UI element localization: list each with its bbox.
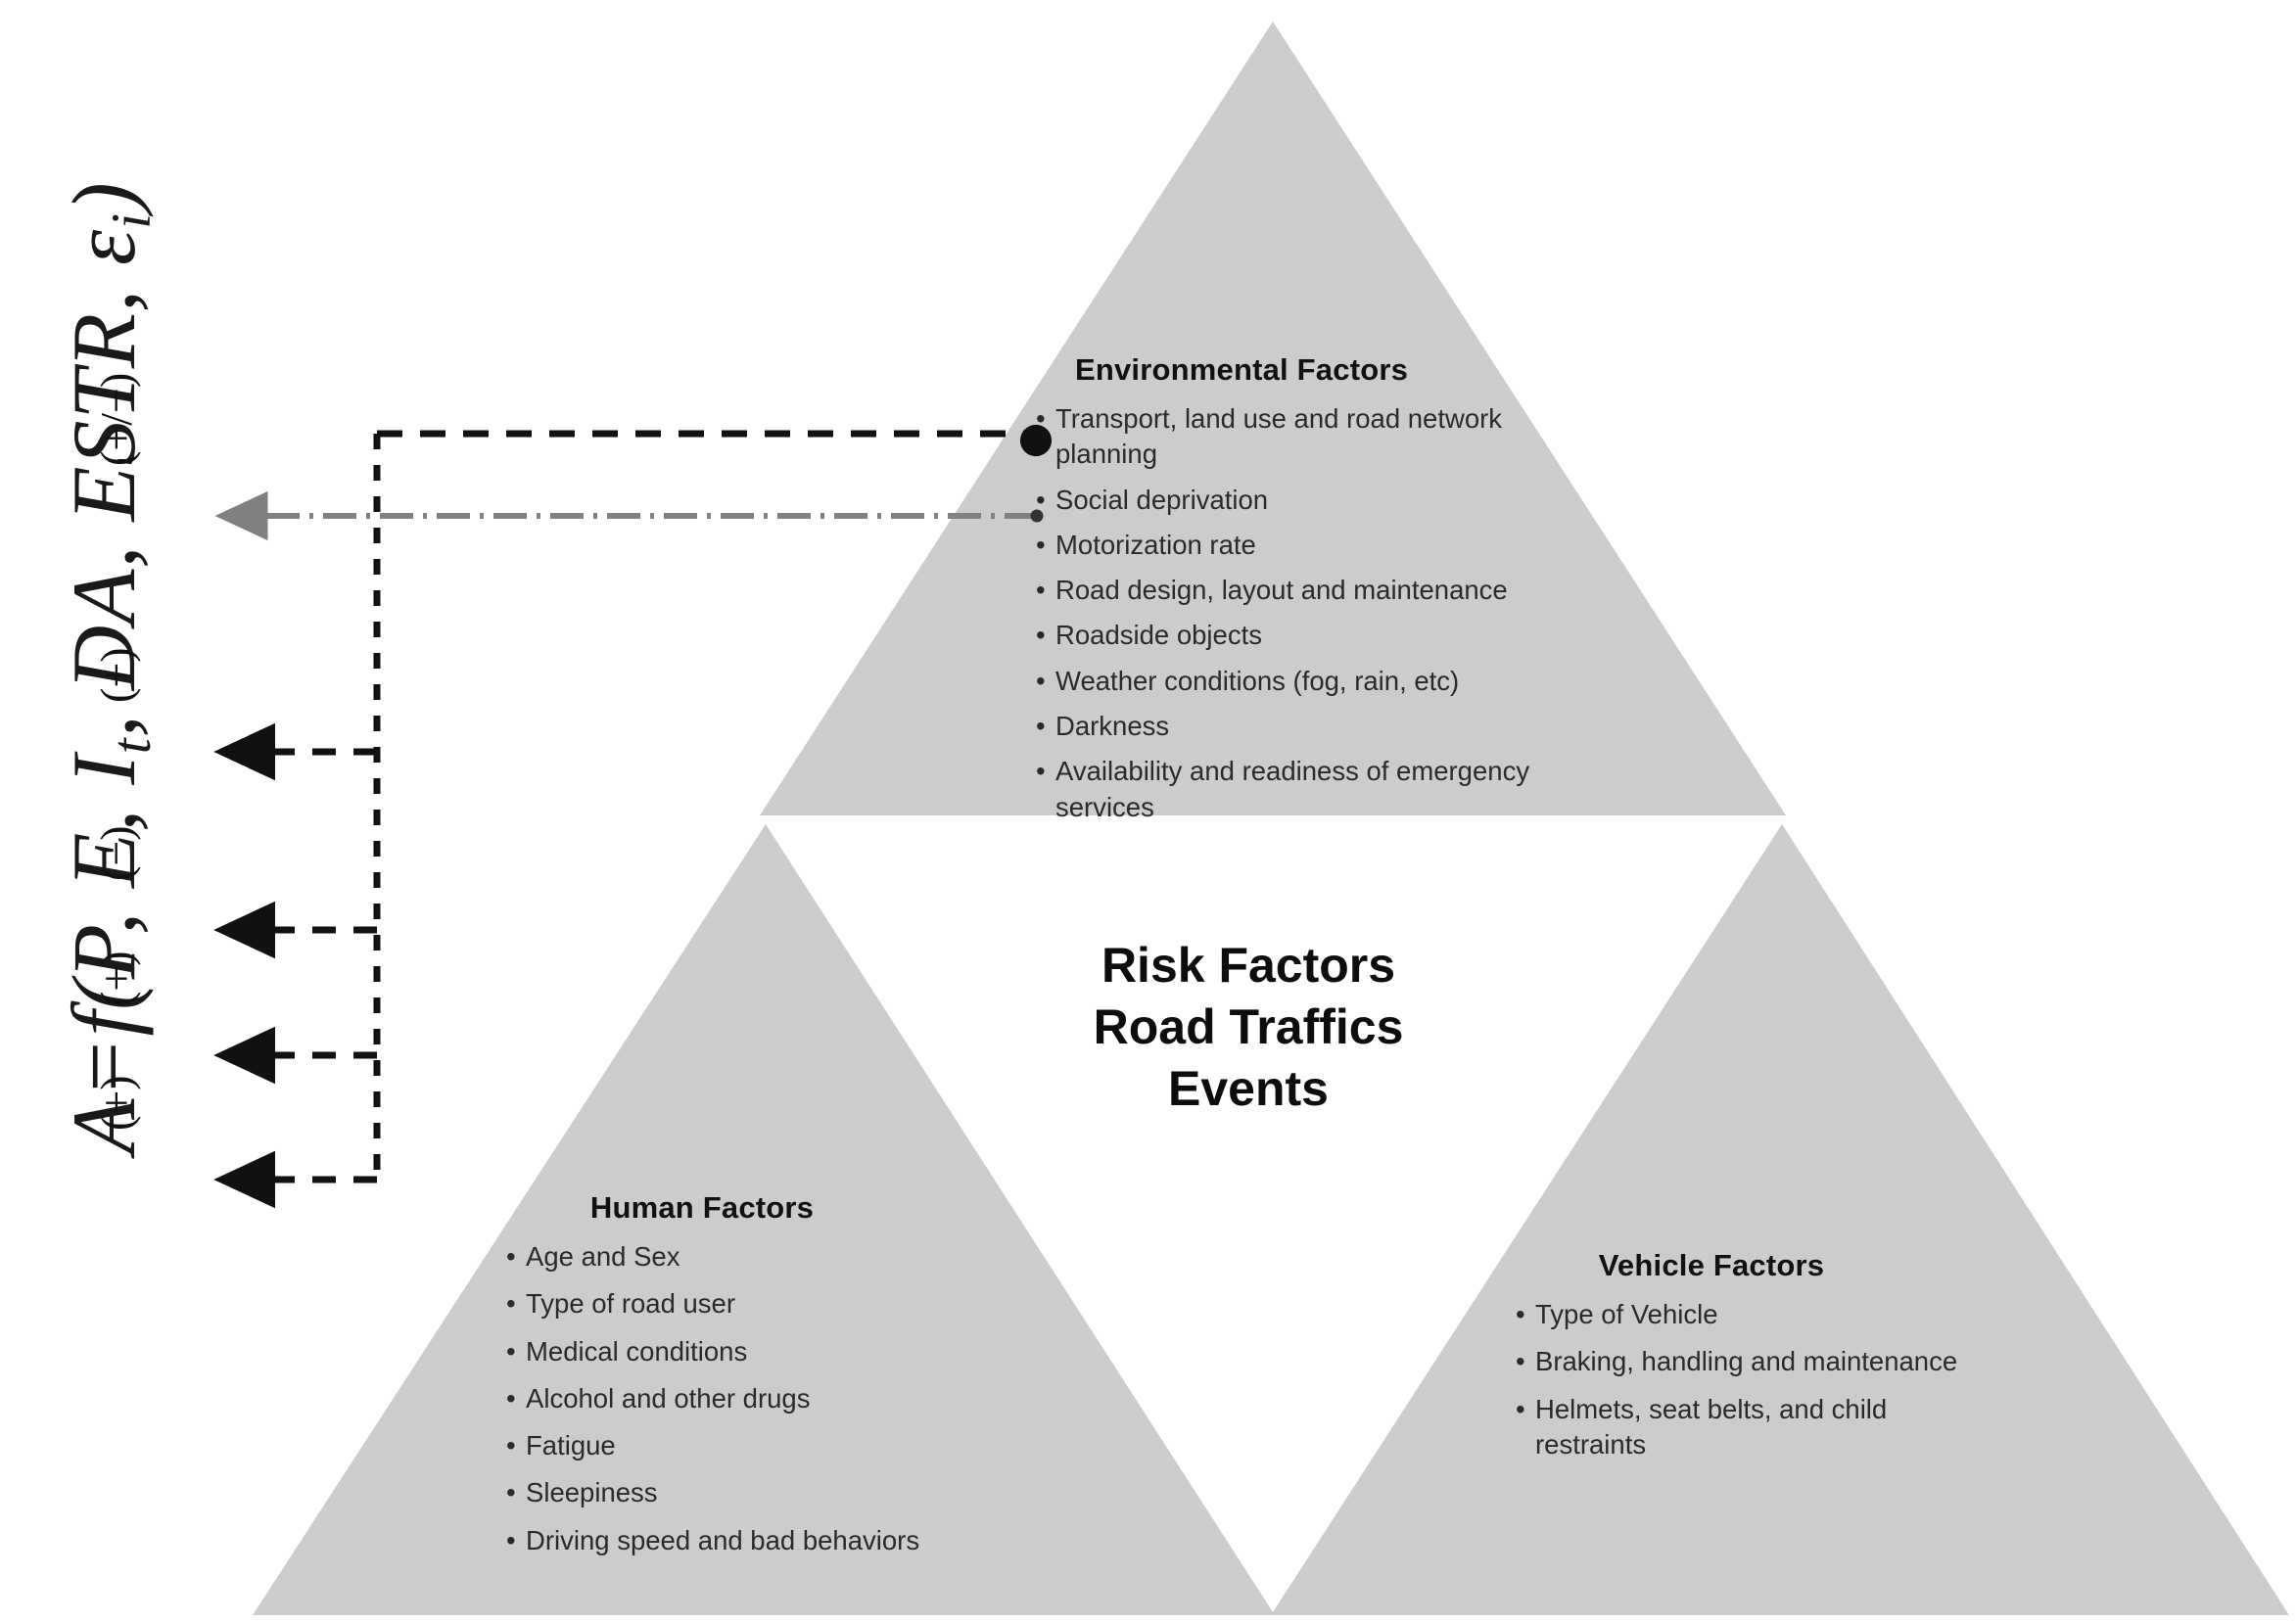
list-item: •Motorization rate <box>1036 528 1530 563</box>
list-human-factors: •Age and Sex •Type of road user •Medical… <box>506 1239 966 1558</box>
list-item: •Darkness <box>1036 709 1530 744</box>
list-vehicle-factors: •Type of Vehicle •Braking, handling and … <box>1516 1297 1976 1462</box>
bullet-icon: • <box>506 1382 516 1414</box>
center-line-1: Risk Factors <box>1101 938 1396 993</box>
heading-environmental-factors: Environmental Factors <box>1074 352 1409 387</box>
center-line-2: Road Traffics <box>1093 999 1404 1054</box>
bullet-icon: • <box>1036 756 1046 787</box>
sign-plus-da: (+) <box>91 647 141 703</box>
panel-vehicle-factors: Vehicle Factors •Type of Vehicle •Brakin… <box>1516 1248 1976 1474</box>
bullet-icon: • <box>1036 484 1046 515</box>
list-item: •Medical conditions <box>506 1334 966 1369</box>
bullet-icon: • <box>506 1477 516 1508</box>
list-item: •Age and Sex <box>506 1239 966 1275</box>
sign-minus-it: (−) <box>91 825 141 881</box>
list-item: •Braking, handling and maintenance <box>1516 1344 1976 1379</box>
triangle-human <box>253 824 1275 1615</box>
list-item: •Transport, land use and road network pl… <box>1036 403 1503 470</box>
bullet-icon: • <box>1036 665 1046 696</box>
list-item: •Availability and readiness of emergency… <box>1036 756 1530 822</box>
bullet-icon: • <box>506 1524 516 1555</box>
list-environmental-factors: •Transport, land use and road network pl… <box>1036 401 1530 825</box>
center-line-3: Events <box>1168 1061 1329 1116</box>
bullet-icon: • <box>506 1288 516 1320</box>
bullet-icon: • <box>1036 620 1046 651</box>
triangle-environmental <box>760 22 1786 815</box>
list-item: •Driving speed and bad behaviors <box>506 1523 966 1558</box>
bullet-icon: • <box>1036 529 1046 560</box>
panel-human-factors: Human Factors •Age and Sex •Type of road… <box>506 1190 966 1570</box>
list-item: •Weather conditions (fog, rain, etc) <box>1036 664 1530 699</box>
bullet-icon: • <box>1036 575 1046 606</box>
connector-transport <box>377 424 1053 457</box>
panel-environmental-factors: Environmental Factors •Transport, land u… <box>1036 352 1530 835</box>
list-item: •Sleepiness <box>506 1475 966 1510</box>
sign-plus-minus: (+/−) <box>91 372 141 466</box>
list-item: •Social deprivation <box>1036 483 1530 518</box>
bullet-icon: • <box>1516 1299 1525 1329</box>
heading-vehicle-factors: Vehicle Factors <box>1598 1248 1825 1282</box>
bullet-icon: • <box>1036 403 1046 434</box>
connector-social-deprivation-dot <box>1030 509 1044 523</box>
list-item: •Type of road user <box>506 1286 966 1322</box>
bullet-icon: • <box>1516 1346 1525 1377</box>
center-label-risk-factors: Risk Factors Road Traffics Events <box>1062 935 1434 1120</box>
sign-plus-p: (+) <box>91 1075 141 1131</box>
list-item: •Roadside objects <box>1036 618 1530 653</box>
bullet-icon: • <box>506 1430 516 1461</box>
bullet-icon: • <box>1036 711 1046 742</box>
heading-human-factors: Human Factors <box>589 1190 815 1225</box>
list-item: •Alcohol and other drugs <box>506 1381 966 1416</box>
list-item: •Type of Vehicle <box>1516 1297 1976 1332</box>
list-item: •Helmets, seat belts, and child restrain… <box>1516 1393 1888 1460</box>
bullet-icon: • <box>1516 1393 1525 1424</box>
list-item: •Fatigue <box>506 1428 966 1463</box>
list-item: •Road design, layout and maintenance <box>1036 573 1530 608</box>
bullet-icon: • <box>506 1335 516 1367</box>
sign-plus-e: (+) <box>91 951 141 1006</box>
triangle-vehicle <box>1271 824 2289 1615</box>
bullet-icon: • <box>506 1241 516 1272</box>
